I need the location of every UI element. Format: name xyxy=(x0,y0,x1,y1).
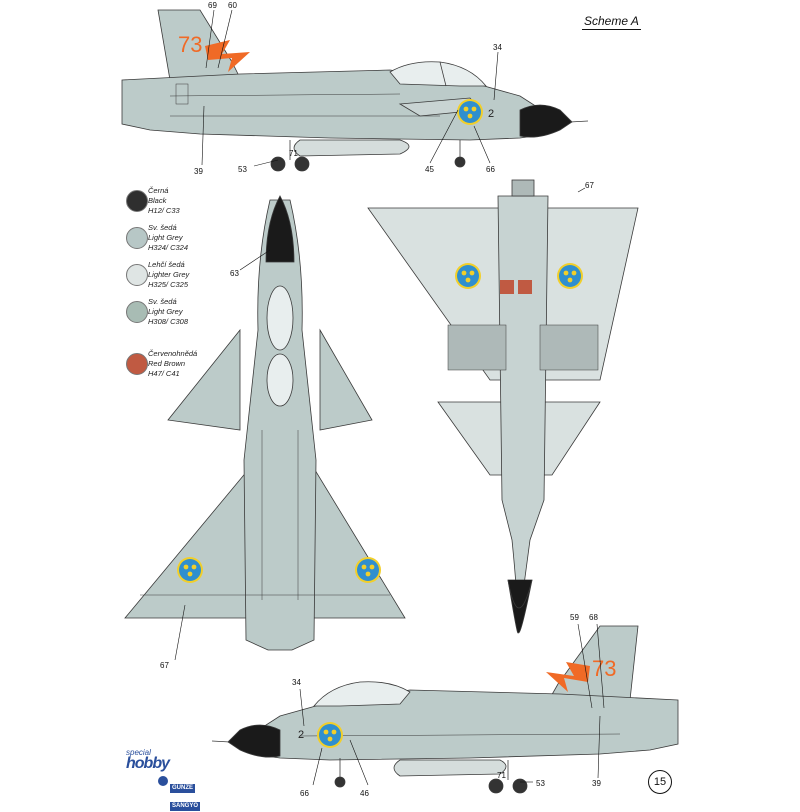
drop-tank-bottom xyxy=(393,759,507,777)
unit-code-bottom: 73 xyxy=(592,656,616,681)
special-hobby-logo: special hobby xyxy=(126,748,176,772)
roundel-top-right xyxy=(355,557,381,583)
legend-en: Red Brown xyxy=(148,359,186,368)
callout-34-bottom: 34 xyxy=(292,678,301,687)
legend-swatch xyxy=(126,227,148,249)
callout-46-bottom: 46 xyxy=(360,789,369,798)
callout-39-top: 39 xyxy=(194,167,203,176)
callout-69-top: 69 xyxy=(208,1,217,10)
legend-code: H308/ C308 xyxy=(148,317,189,326)
legend-en: Light Grey xyxy=(148,307,183,316)
aircraft-number-bottom: 2 xyxy=(298,729,304,741)
legend-swatch xyxy=(126,190,148,212)
fuselage-top xyxy=(243,199,317,651)
callout-66-top: 66 xyxy=(486,165,495,174)
legend-cz: Černá xyxy=(148,186,169,195)
legend-code: H12/ C33 xyxy=(148,206,180,215)
canard-right xyxy=(319,328,373,431)
canopy xyxy=(389,61,487,87)
callout-71-top: 71 xyxy=(289,149,298,158)
tail-fin-bottom xyxy=(549,625,639,701)
legend-code: H324/ C324 xyxy=(148,243,189,252)
fuselage xyxy=(121,69,571,141)
legend-code: H325/ C325 xyxy=(148,280,189,289)
callout-71-bottom: 71 xyxy=(497,771,506,780)
roundel-top-left xyxy=(177,557,203,583)
legend-cz: Sv. šedá xyxy=(148,297,177,306)
callout-45-top: 45 xyxy=(425,165,434,174)
roundel-top-side xyxy=(457,99,483,125)
callout-67-bottomview: 67 xyxy=(585,181,594,190)
roundel-bottom-side xyxy=(317,722,343,748)
gunze-sangyo-logo: GUNZE SANGYO xyxy=(158,776,201,812)
lightning-bolt-bottom xyxy=(546,662,590,692)
lightning-bolt xyxy=(205,40,250,72)
legend-en: Black xyxy=(148,196,167,205)
scheme-title: Scheme A xyxy=(582,14,641,30)
callout-68-bottom: 68 xyxy=(589,613,598,622)
roundel-bottom-left xyxy=(455,263,481,289)
legend-swatch xyxy=(126,301,148,323)
legend-code: H47/ C41 xyxy=(148,369,180,378)
callout-53-bottom: 53 xyxy=(536,779,545,788)
nose-cone-top xyxy=(265,195,295,263)
logo-sangyo-text: SANGYO xyxy=(170,802,201,811)
legend-cz: Sv. šedá xyxy=(148,223,177,232)
nose-cone-bottom xyxy=(227,724,281,758)
underside-fuselage xyxy=(497,195,549,631)
legend-cz: Lehčí šedá xyxy=(148,260,185,269)
gunze-logo-mark xyxy=(158,776,168,786)
side-profile-bottom xyxy=(211,625,679,794)
drop-tank xyxy=(293,139,410,157)
callout-67-topview: 67 xyxy=(160,661,169,670)
logo-gunze-text: GUNZE xyxy=(170,784,195,793)
callout-60-top: 60 xyxy=(228,1,237,10)
logo-special-text: special xyxy=(126,748,151,757)
logo-hobby-text: hobby xyxy=(126,755,170,772)
legend-swatch xyxy=(126,264,148,286)
nose-cone xyxy=(519,104,573,138)
legend-en: Lighter Grey xyxy=(148,270,190,279)
callout-39-bottom: 39 xyxy=(592,779,601,788)
legend-cz: Červenohnědá xyxy=(148,349,198,358)
callout-66-bottom: 66 xyxy=(300,789,309,798)
callout-53-top: 53 xyxy=(238,165,247,174)
legend-swatch xyxy=(126,353,148,375)
fuselage-bottom xyxy=(229,689,679,761)
callout-34-top: 34 xyxy=(493,43,502,52)
callout-59-bottom: 59 xyxy=(570,613,579,622)
page-number: 15 xyxy=(648,770,672,794)
aircraft-number-top: 2 xyxy=(488,108,494,120)
callout-63: 63 xyxy=(230,269,239,278)
roundel-bottom-right xyxy=(557,263,583,289)
canopy-top xyxy=(266,285,294,351)
canopy-bottom xyxy=(313,681,411,707)
canard-left xyxy=(167,328,241,431)
unit-code-top: 73 xyxy=(178,32,202,57)
callout-lines xyxy=(174,9,605,786)
bottom-view xyxy=(367,179,639,634)
legend-en: Light Grey xyxy=(148,233,183,242)
